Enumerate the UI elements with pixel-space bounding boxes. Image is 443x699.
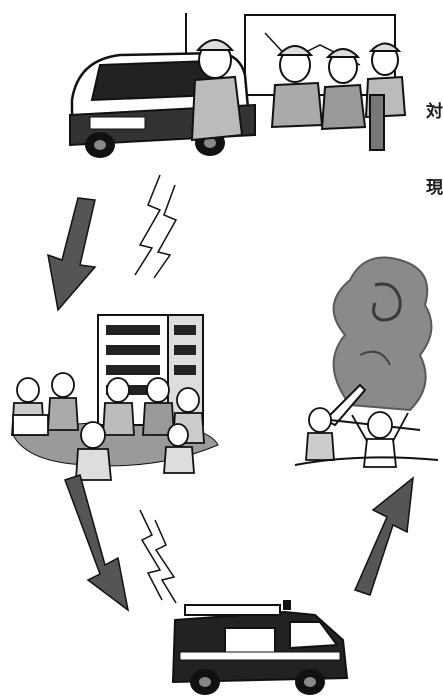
edge-text-taisaku: 対	[426, 97, 443, 122]
flow-arrow-2	[60, 470, 140, 615]
radio-signal-1	[130, 170, 190, 280]
burning-building-victims-icon	[290, 245, 440, 475]
burning-building-scene	[290, 245, 440, 475]
arrow-up-right-icon	[345, 470, 425, 600]
fire-engine-scene	[165, 590, 360, 698]
flow-arrow-3	[345, 470, 425, 600]
evacuation-site-scene	[8, 295, 223, 490]
radio-signal-icon	[130, 170, 190, 280]
evacuation-site-building-crowd-icon	[8, 295, 223, 490]
fire-engine-icon	[165, 590, 360, 698]
command-vehicle-scene	[60, 5, 425, 165]
command-vehicle-with-officers-icon	[60, 5, 425, 165]
edge-text-genba: 現	[426, 173, 443, 198]
arrow-down-right-icon	[60, 470, 140, 615]
